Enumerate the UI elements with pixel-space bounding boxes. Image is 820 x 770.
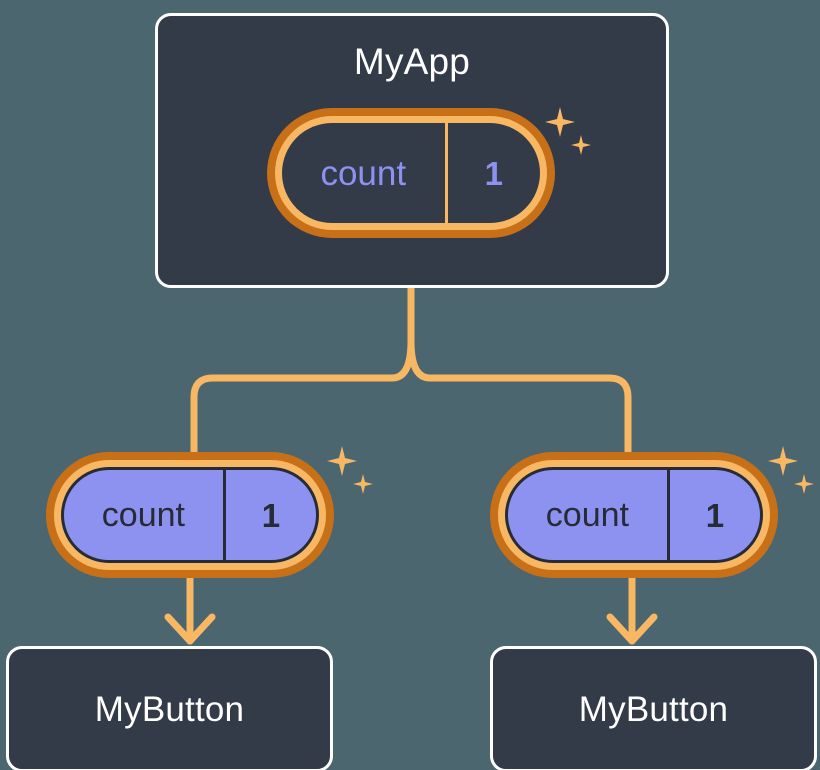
state-pill-child-right-body: count 1 <box>505 467 763 563</box>
state-pill-root-body: count 1 <box>282 123 540 223</box>
component-title-mybutton-left: MyButton <box>94 689 245 729</box>
state-pill-child-right-value: 1 <box>666 470 760 560</box>
state-pill-root-ring: count 1 <box>275 116 547 230</box>
state-pill-root[interactable]: count 1 <box>267 108 555 238</box>
component-box-mybutton-left[interactable]: MyButton <box>6 646 333 770</box>
state-pill-child-left-ring: count 1 <box>54 460 326 570</box>
state-pill-child-left-name: count <box>101 496 185 534</box>
component-box-mybutton-right[interactable]: MyButton <box>490 646 817 770</box>
connector-branch-right <box>407 337 632 456</box>
sparkle-star-icon-large <box>327 446 357 476</box>
state-pill-root-value: 1 <box>444 123 540 223</box>
sparkle-group-child-left <box>325 444 385 504</box>
sparkle-star-icon-large <box>768 446 798 476</box>
component-title-myapp: MyApp <box>353 41 471 82</box>
state-pill-child-right[interactable]: count 1 <box>490 452 778 578</box>
sparkle-star-icon-small <box>794 474 814 494</box>
arrow-head-left <box>164 613 216 645</box>
arrow-head-right <box>606 613 658 645</box>
state-pill-child-right-name: count <box>545 496 629 534</box>
state-pill-child-left[interactable]: count 1 <box>46 452 334 578</box>
connector-branch-left <box>190 337 415 456</box>
state-pill-child-left-value: 1 <box>222 470 316 560</box>
state-pill-child-right-ring: count 1 <box>498 460 770 570</box>
sparkle-star-icon-small <box>353 474 373 494</box>
state-pill-child-left-body: count 1 <box>61 467 319 563</box>
component-title-mybutton-right: MyButton <box>578 689 729 729</box>
state-pill-root-name: count <box>320 153 407 193</box>
